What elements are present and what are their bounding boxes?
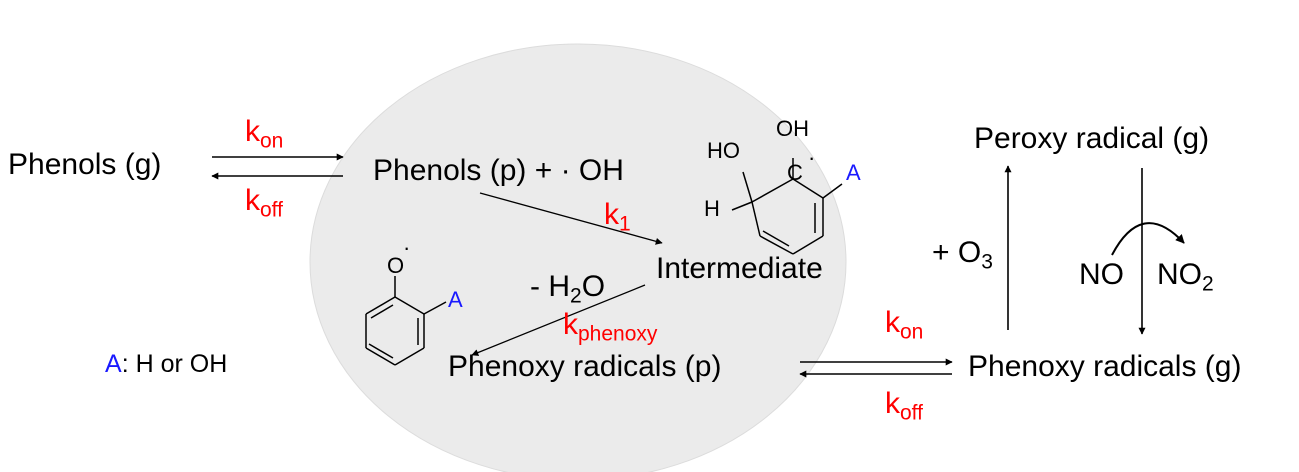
phenoxy-substituent-label: A [448,287,463,312]
phenols-particle-label: Phenols (p) + · OH [373,154,624,187]
k-off-phenols-label: koff [245,184,283,221]
phenoxy-structure [365,276,447,366]
k-symbol: k [885,306,900,339]
no2-subscript: 2 [1202,272,1214,296]
intermediate-radical-dot: · [808,145,815,170]
legend-text: : H or OH [121,350,228,378]
substituent-legend: A: H or OH [105,352,227,377]
intermediate-c-label: C [787,160,803,185]
phenoxy-o-label: O [387,253,404,278]
intermediate-h-label: H [704,196,720,221]
water-loss-arrow [471,284,646,356]
intermediate-structure [731,158,843,255]
phenoxy-gas-label: Phenoxy radicals (g) [968,350,1242,383]
k-symbol: k [604,198,619,231]
k-on-phenoxy-label: kon [885,306,923,343]
no-label: NO [1079,258,1124,291]
k-symbol: k [885,387,900,420]
k-on-phenols-label: kon [245,115,283,152]
k-symbol: k [245,184,260,217]
particle-ellipse [309,43,847,472]
ozone-subscript: 3 [981,250,993,274]
k-off-subscript: off [900,401,923,425]
k-phenoxy-label: kphenoxy [563,308,657,345]
k-phenoxy-subscript: phenoxy [578,322,658,346]
k1-subscript: 1 [619,212,631,236]
ozone-prefix: + O [932,236,982,269]
legend-symbol: A [105,350,122,378]
no-to-no2-curved-arrow [1111,222,1185,256]
k1-label: k1 [604,198,631,235]
k-off-phenoxy-label: koff [885,387,923,424]
ozone-label: + O3 [932,236,993,273]
phenols-gas-label: Phenols (g) [8,148,162,181]
k-off-subscript: off [260,198,283,222]
intermediate-substituent-label: A [846,160,861,185]
intermediate-label: Intermediate [656,252,823,285]
no2-prefix: NO [1157,258,1202,291]
k-on-subscript: on [260,129,284,153]
no2-label: NO2 [1157,258,1214,295]
water-loss-label: - H2O [530,270,606,307]
k-on-subscript: on [900,320,924,344]
water-loss-subscript: 2 [570,284,582,308]
k-symbol: k [563,308,578,341]
intermediate-ho-label: HO [707,138,740,163]
water-loss-prefix: - H [530,270,570,303]
phenoxy-radical-dot: · [403,235,410,260]
oh-addition-arrow [479,192,663,245]
k-symbol: k [245,115,260,148]
water-loss-suffix: O [581,270,606,303]
phenoxy-particle-label: Phenoxy radicals (p) [448,350,722,383]
peroxy-gas-label: Peroxy radical (g) [974,122,1210,155]
intermediate-oh-label: OH [776,116,809,141]
